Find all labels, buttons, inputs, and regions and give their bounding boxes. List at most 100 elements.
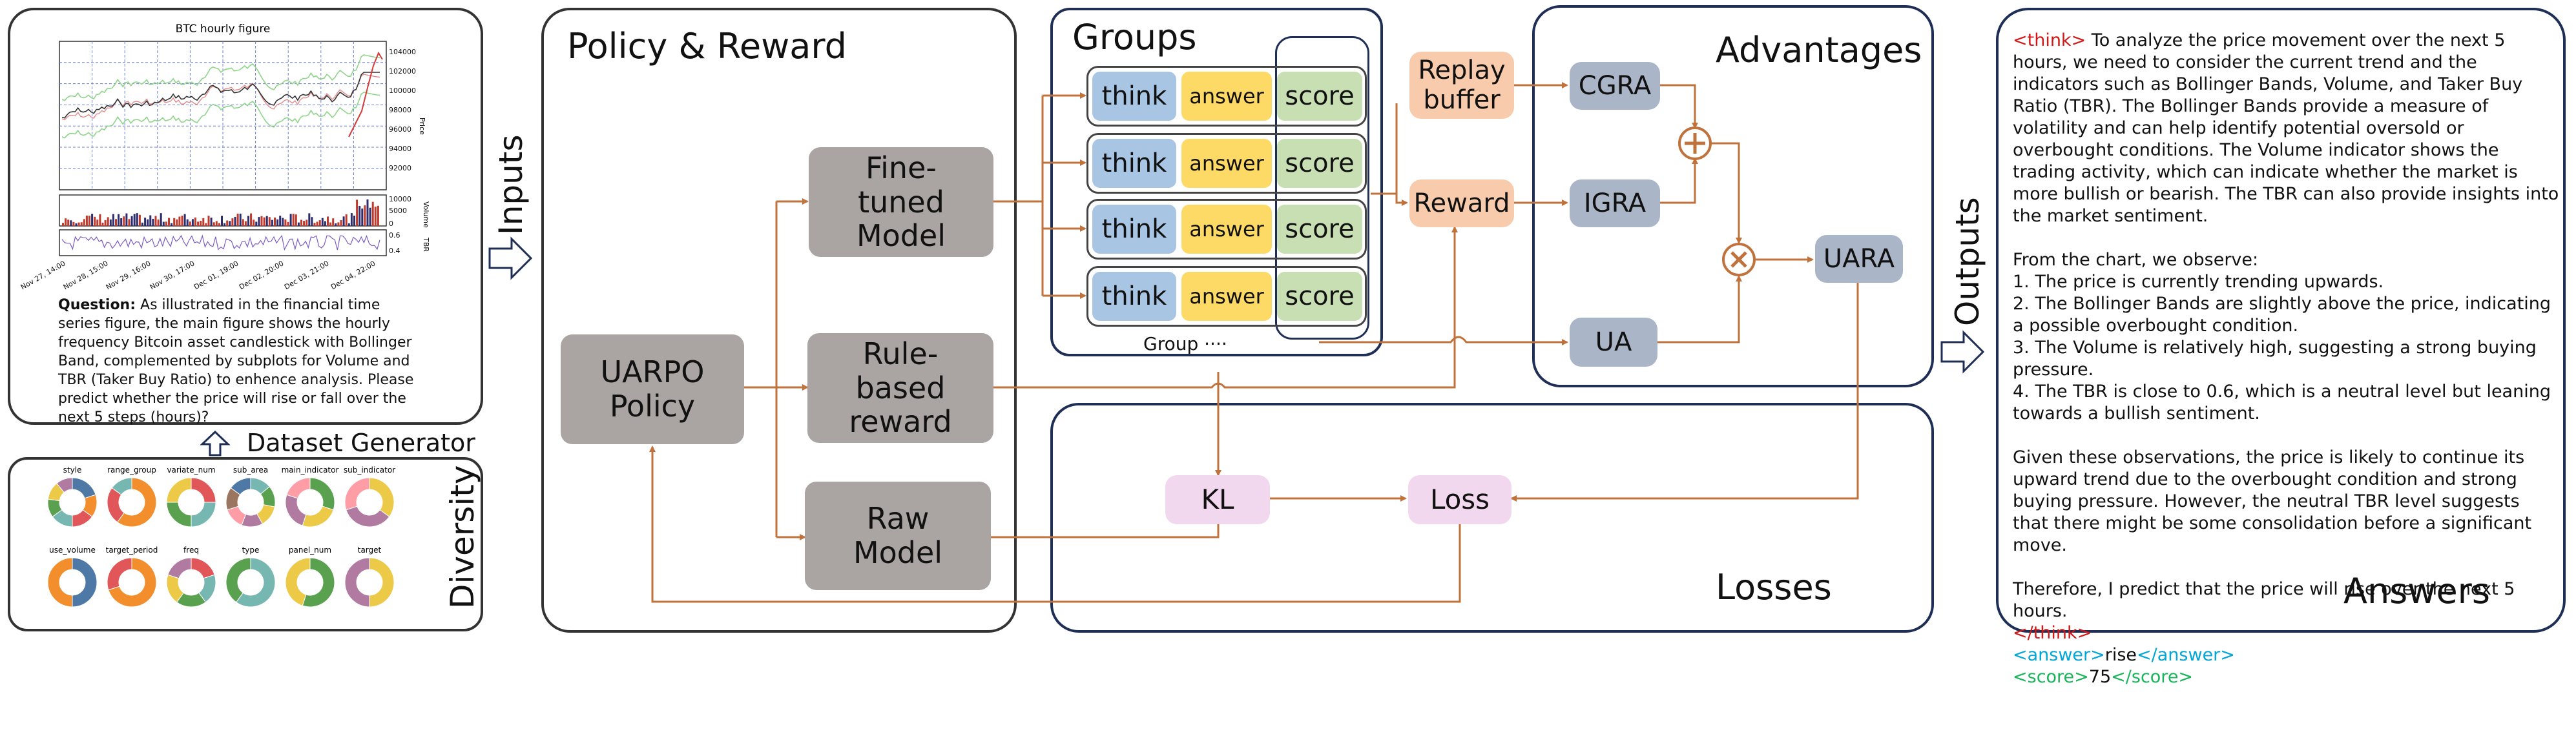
volume-bar: [377, 205, 379, 226]
volume-bar: [374, 207, 377, 226]
given-paragraph: Given these observations, the price is l…: [2013, 447, 2532, 555]
price-tick: 92000: [389, 164, 411, 172]
volume-bar: [271, 220, 273, 226]
score-close-tag: </score>: [2111, 667, 2194, 687]
answer-open-tag: <answer>: [2013, 645, 2105, 665]
cgra-node: CGRA: [1570, 62, 1660, 110]
score-open-tag: <score>: [2013, 667, 2089, 687]
answer-value: rise: [2104, 645, 2137, 665]
think-close-tag: </think>: [2013, 623, 2092, 643]
volume-bar: [313, 223, 316, 226]
volume-bars: [62, 199, 379, 226]
volume-bar: [130, 216, 133, 226]
volume-bar: [154, 216, 157, 226]
price-axis-label: Price: [418, 118, 426, 135]
volume-bar: [181, 216, 183, 226]
diversity-donut-label: sub_area: [233, 465, 268, 475]
tbr-plot-frame: [59, 229, 387, 256]
volume-bar: [183, 214, 186, 226]
diversity-donut-label: use_volume: [49, 546, 96, 555]
volume-axis-label: Volume: [422, 201, 430, 228]
answer-cell: answer: [1181, 72, 1272, 121]
bollinger-upper-line: [61, 54, 380, 101]
reward-node: Reward: [1409, 179, 1514, 227]
diversity-donut-slice: [107, 557, 132, 591]
answer-close-tag: </answer>: [2137, 645, 2235, 665]
diversity-donut-label: type: [242, 546, 260, 555]
volume-tick: 10000: [389, 195, 411, 203]
volume-bar: [244, 221, 247, 226]
volume-bar: [218, 223, 220, 226]
multiply-operator-icon: [1722, 243, 1756, 276]
volume-bar: [311, 217, 313, 226]
volume-bar: [123, 216, 125, 226]
volume-bar: [265, 216, 268, 226]
volume-bar: [366, 199, 369, 226]
volume-bar: [85, 215, 88, 226]
answer-cell: answer: [1181, 139, 1272, 188]
diversity-donut-slice: [369, 477, 395, 518]
bollinger-lower-line: [61, 92, 380, 139]
volume-bar: [152, 218, 154, 226]
igra-node: IGRA: [1570, 179, 1660, 227]
volume-bar: [308, 213, 311, 226]
volume-bar: [88, 216, 90, 226]
volume-bar: [83, 219, 85, 226]
group-row-1: think answer score: [1086, 66, 1367, 127]
volume-bar: [101, 222, 104, 226]
group-footer: Group ····: [1143, 333, 1227, 354]
chart-title: BTC hourly figure: [176, 23, 271, 36]
price-tick: 102000: [389, 67, 416, 76]
volume-bar: [242, 219, 244, 226]
tbr-axis-label: TBR: [422, 237, 430, 252]
volume-bar: [342, 216, 345, 226]
losses-title: Losses: [1716, 567, 1832, 608]
outputs-arrow: [1940, 330, 1985, 374]
volume-bar: [96, 220, 99, 226]
volume-bar: [276, 219, 279, 226]
group-row-3: think answer score: [1086, 199, 1367, 260]
volume-bar: [141, 222, 143, 226]
diversity-donut-label: panel_num: [289, 546, 331, 555]
price-candles-up: [348, 51, 383, 138]
volume-bar: [160, 213, 162, 226]
volume-bar: [356, 199, 358, 226]
volume-bar: [118, 214, 120, 226]
volume-bar: [94, 216, 96, 226]
think-cell: think: [1092, 205, 1176, 254]
volume-bar: [213, 222, 215, 226]
volume-bar: [348, 223, 350, 226]
volume-bar: [91, 214, 94, 226]
volume-bar: [253, 220, 255, 226]
volume-bar: [202, 218, 205, 226]
volume-bar: [112, 214, 114, 226]
volume-bar: [157, 220, 160, 226]
diversity-donut-label: style: [63, 465, 82, 475]
dataset-generator-label: Dataset Generator: [247, 429, 475, 457]
volume-bar: [329, 222, 332, 226]
kl-node: KL: [1165, 475, 1270, 524]
score-cell: score: [1277, 139, 1362, 188]
volume-bar: [194, 217, 196, 226]
volume-bar: [306, 220, 308, 226]
think-cell: think: [1092, 72, 1176, 121]
volume-bar: [287, 221, 289, 226]
volume-bar: [335, 223, 337, 226]
observation-2: 2. The Bollinger Bands are slightly abov…: [2013, 294, 2551, 336]
volume-bar: [279, 216, 282, 226]
price-tick: 94000: [389, 145, 411, 153]
answer-line: <answer>rise</answer>: [2013, 644, 2560, 666]
volume-bar: [239, 213, 242, 226]
volume-bar: [78, 222, 80, 226]
volume-bar: [215, 221, 218, 226]
volume-bar: [70, 220, 72, 226]
volume-bar: [138, 214, 141, 226]
diversity-donut-label: variate_num: [167, 465, 215, 475]
volume-bar: [292, 214, 295, 226]
ua-node: UA: [1570, 318, 1657, 367]
therefore-line: Therefore, I predict that the price will…: [2013, 579, 2515, 621]
volume-bar: [176, 219, 178, 226]
volume-bar: [200, 220, 202, 226]
diversity-donut-slice: [111, 477, 132, 495]
